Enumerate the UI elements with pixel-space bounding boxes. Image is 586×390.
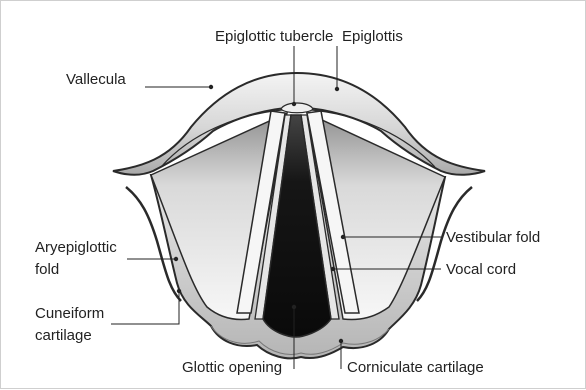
leader-cuneiform-cartilage [111,291,179,324]
label-aryepiglottic-fold-line2: fold [35,261,59,278]
label-cuneiform-cartilage-line2: cartilage [35,327,92,344]
label-cuneiform-cartilage-line1: Cuneiform [35,305,104,322]
label-vocal-cord: Vocal cord [446,261,516,278]
dot-vocal-cord [331,267,335,271]
dot-vestibular-fold [341,235,345,239]
label-epiglottic-tubercle: Epiglottic tubercle [215,28,333,45]
dot-glottic-opening [292,305,296,309]
dot-cuneiform-cartilage [177,289,181,293]
label-corniculate-cartilage: Corniculate cartilage [347,359,484,376]
label-aryepiglottic-fold-line1: Aryepiglottic [35,239,117,256]
label-vallecula: Vallecula [66,71,126,88]
label-glottic-opening: Glottic opening [182,359,282,376]
label-vestibular-fold: Vestibular fold [446,229,540,246]
dot-vallecula [209,85,213,89]
dot-aryepiglottic-fold [174,257,178,261]
dot-corniculate-cartilage [339,339,343,343]
dot-epiglottis [335,87,339,91]
epiglottic-tubercle-shape [281,103,313,113]
dot-epiglottic-tubercle [292,102,296,106]
label-epiglottis: Epiglottis [342,28,403,45]
